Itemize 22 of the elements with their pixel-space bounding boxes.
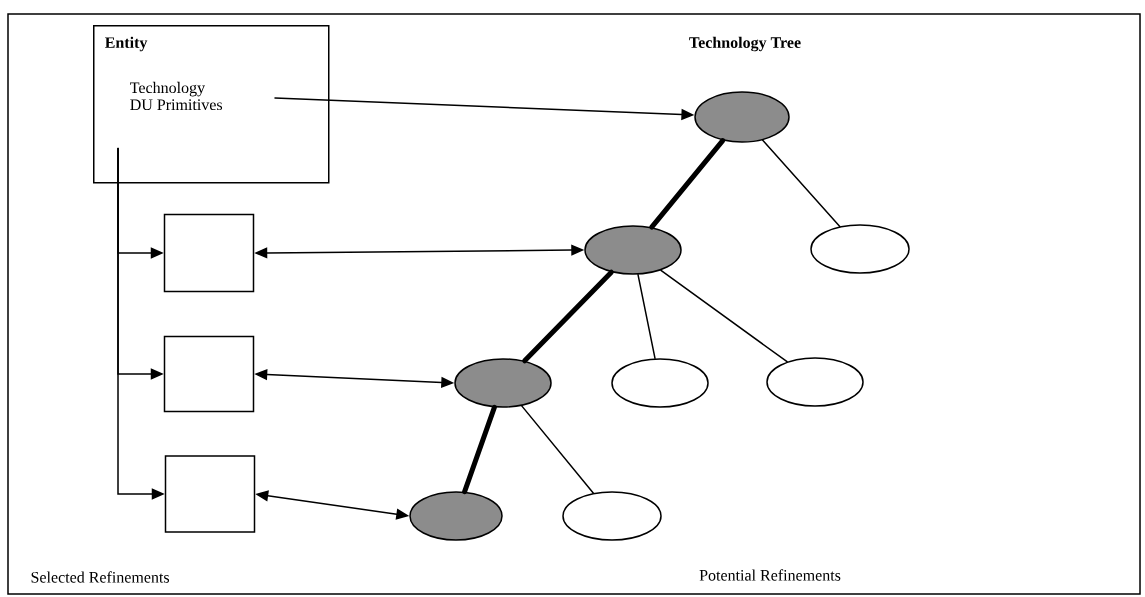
tree-line [637,273,656,360]
selected-node-ellipse [409,491,503,541]
selected-node-ellipse [694,91,790,143]
tree-line [660,269,788,363]
entity-box: Entity Technology DU Primitives [93,25,330,184]
node-ellipse [766,357,864,407]
selected-node-ellipse [584,225,682,275]
refinement-box [163,335,255,413]
title: Technology Tree [689,36,801,52]
tree-line [649,138,726,230]
node-ellipse [562,491,662,541]
caption: Potential Refinements [699,569,841,581]
tree-line [522,269,614,364]
tree-line [521,405,594,494]
tree-line [762,139,841,228]
tree-line [462,404,497,495]
refinement-box [164,455,256,533]
node-ellipse [810,224,910,274]
selected-node-ellipse [454,358,552,408]
node-ellipse [611,358,709,408]
refinement-box [163,213,255,293]
caption: Selected Refinements [31,571,170,583]
